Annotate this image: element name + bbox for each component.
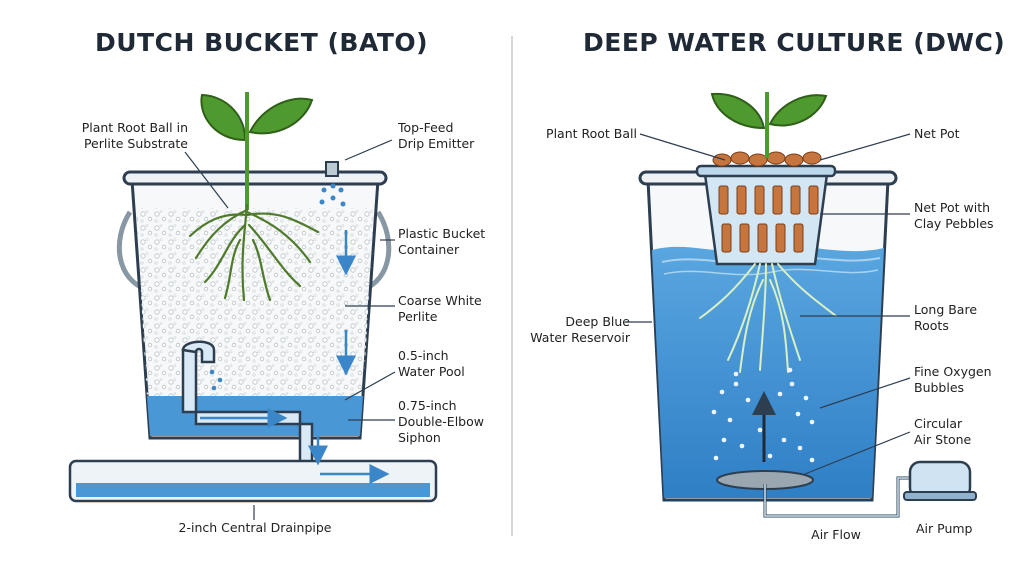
dutch-leaders (184, 139, 396, 520)
clay-pebble-slots (718, 185, 819, 253)
label-air-pump: Air Pump (916, 521, 973, 536)
right-leaf (248, 97, 314, 135)
root-mass (188, 203, 320, 302)
oxygen-bubbles (711, 367, 815, 463)
label-net-pot-pebbles: Net Pot with Clay Pebbles (914, 200, 994, 231)
label-dwc-root-ball: Plant Root Ball (546, 126, 637, 141)
dwc-water (652, 245, 884, 498)
dwc-left-leaf (710, 92, 766, 130)
dwc-right-leaf (768, 94, 828, 127)
label-drainpipe: 2-inch Central Drainpipe (178, 520, 332, 535)
label-long-roots: Long Bare Roots (914, 302, 978, 333)
long-bare-roots (699, 263, 837, 373)
top-clay-pebbles (712, 151, 822, 167)
label-net-pot: Net Pot (914, 126, 960, 141)
label-perlite: Coarse White Perlite (398, 293, 482, 324)
drainpipe-water (76, 483, 430, 497)
label-air-stone: Circular Air Stone (914, 416, 972, 447)
net-pot-lip (695, 164, 837, 178)
label-bucket-container: Plastic Bucket Container (398, 226, 486, 257)
air-pump-base (903, 491, 977, 501)
siphon-droplets (209, 369, 223, 391)
siphon-elbow (181, 340, 216, 364)
label-root-ball: Plant Root Ball in Perlite Substrate (81, 120, 188, 151)
dwc-leaders (625, 133, 911, 475)
label-siphon: 0.75-inch Double-Elbow Siphon (398, 398, 484, 445)
label-reservoir: Deep Blue Water Reservoir (530, 314, 630, 345)
drip-emitter (325, 161, 339, 177)
label-bubbles: Fine Oxygen Bubbles (914, 364, 992, 395)
label-water-pool: 0.5-inch Water Pool (398, 348, 465, 379)
dwc-wave-2 (663, 268, 879, 276)
air-tube-inner (764, 477, 912, 517)
dwc-group (625, 92, 977, 518)
panel-divider (511, 36, 513, 536)
dutch-bucket-group (68, 92, 438, 520)
drip-droplets (319, 183, 346, 207)
title-dwc: DEEP WATER CULTURE (DWC) (583, 28, 1006, 57)
left-leaf (200, 93, 247, 142)
perlite-fill (136, 208, 374, 398)
bucket-rim (122, 170, 388, 186)
label-drip-emitter: Top-Feed Drip Emitter (398, 120, 475, 151)
label-air-flow: Air Flow (811, 527, 861, 542)
title-dutch-bucket: DUTCH BUCKET (BATO) (95, 28, 429, 57)
